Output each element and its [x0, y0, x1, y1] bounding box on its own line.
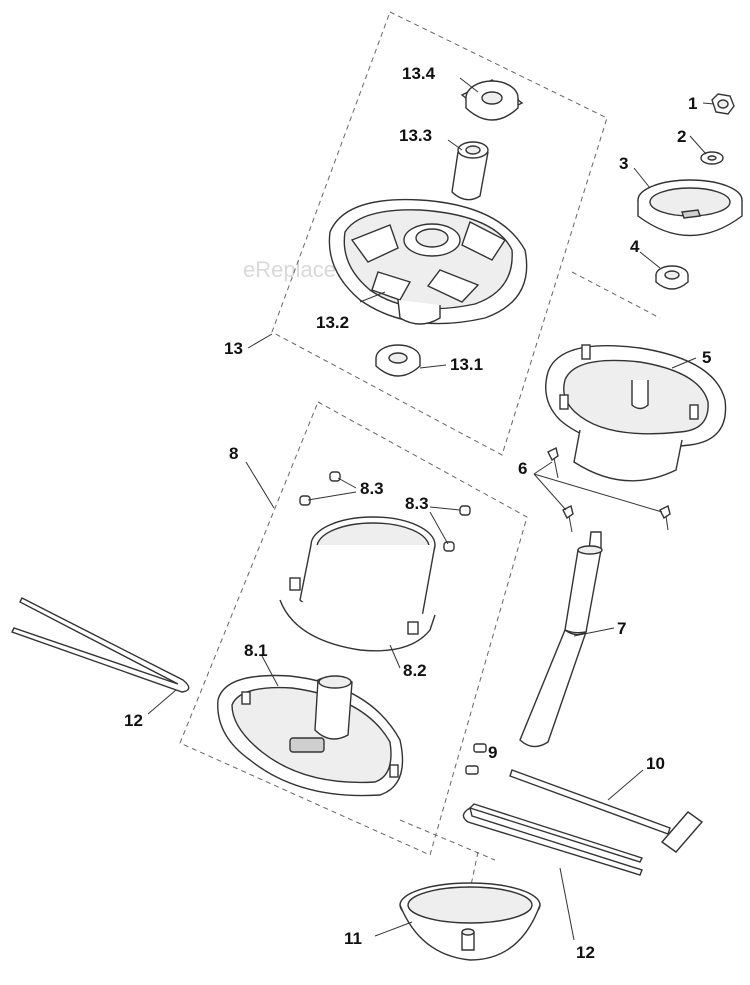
assembly-axis-low: [469, 851, 479, 891]
group-box-13: [271, 11, 608, 456]
callout-10: 10: [646, 754, 665, 773]
callout-6: 6: [518, 459, 527, 478]
callout-11: 11: [344, 929, 362, 948]
callout-8: 8: [229, 444, 238, 463]
callout-13-4: 13.4: [402, 64, 436, 83]
part-12-wire-left[interactable]: [11, 597, 190, 693]
part-11-cup[interactable]: [399, 882, 541, 961]
callout-8-3-left: 8.3: [360, 479, 384, 498]
callout-13-3: 13.3: [399, 126, 432, 145]
part-3-pulley[interactable]: [637, 179, 743, 237]
part-4-bushing[interactable]: [655, 265, 689, 290]
part-6-screws[interactable]: [547, 446, 671, 533]
part-13-4-bushing[interactable]: [460, 79, 524, 121]
callout-3: 3: [619, 154, 628, 173]
assembly-axis-top: [571, 271, 661, 319]
part-1-nut[interactable]: [711, 93, 735, 115]
callout-8-2: 8.2: [403, 661, 427, 680]
part-9-pins[interactable]: [465, 743, 487, 775]
callout-1: 1: [688, 94, 697, 113]
callout-12-left: 12: [124, 711, 143, 730]
leader-lines: [147, 77, 715, 941]
callout-labels: 13.4 13.3 13.2 13.1 13 1 2 3 4 5 6 7 8 8…: [124, 64, 711, 962]
assembly-axis-bottom: [399, 819, 496, 861]
callout-8-3-right: 8.3: [405, 494, 429, 513]
part-8-2-drum[interactable]: [279, 516, 436, 652]
callout-2: 2: [677, 127, 686, 146]
callout-12-right: 12: [576, 943, 595, 962]
part-13-1-bushing[interactable]: [375, 344, 421, 377]
callout-4: 4: [630, 237, 640, 256]
part-7-shaft[interactable]: [519, 531, 603, 748]
part-13-3-sleeve[interactable]: [451, 141, 489, 201]
callout-5: 5: [702, 348, 711, 367]
callout-13: 13: [224, 339, 243, 358]
callout-13-1: 13.1: [450, 355, 483, 374]
callout-8-1: 8.1: [244, 641, 268, 660]
part-8-3-dowels[interactable]: [299, 471, 471, 552]
callout-7: 7: [617, 619, 626, 638]
callout-13-2: 13.2: [316, 313, 349, 332]
part-8-1-base-plate[interactable]: [217, 674, 404, 797]
part-13-2-housing[interactable]: [328, 198, 528, 325]
part-5-motor-mount[interactable]: [545, 344, 727, 482]
part-10-t-handle[interactable]: [509, 769, 704, 853]
callout-9: 9: [488, 743, 497, 762]
part-12-wire-right[interactable]: [462, 803, 643, 876]
part-2-washer[interactable]: [700, 151, 724, 165]
